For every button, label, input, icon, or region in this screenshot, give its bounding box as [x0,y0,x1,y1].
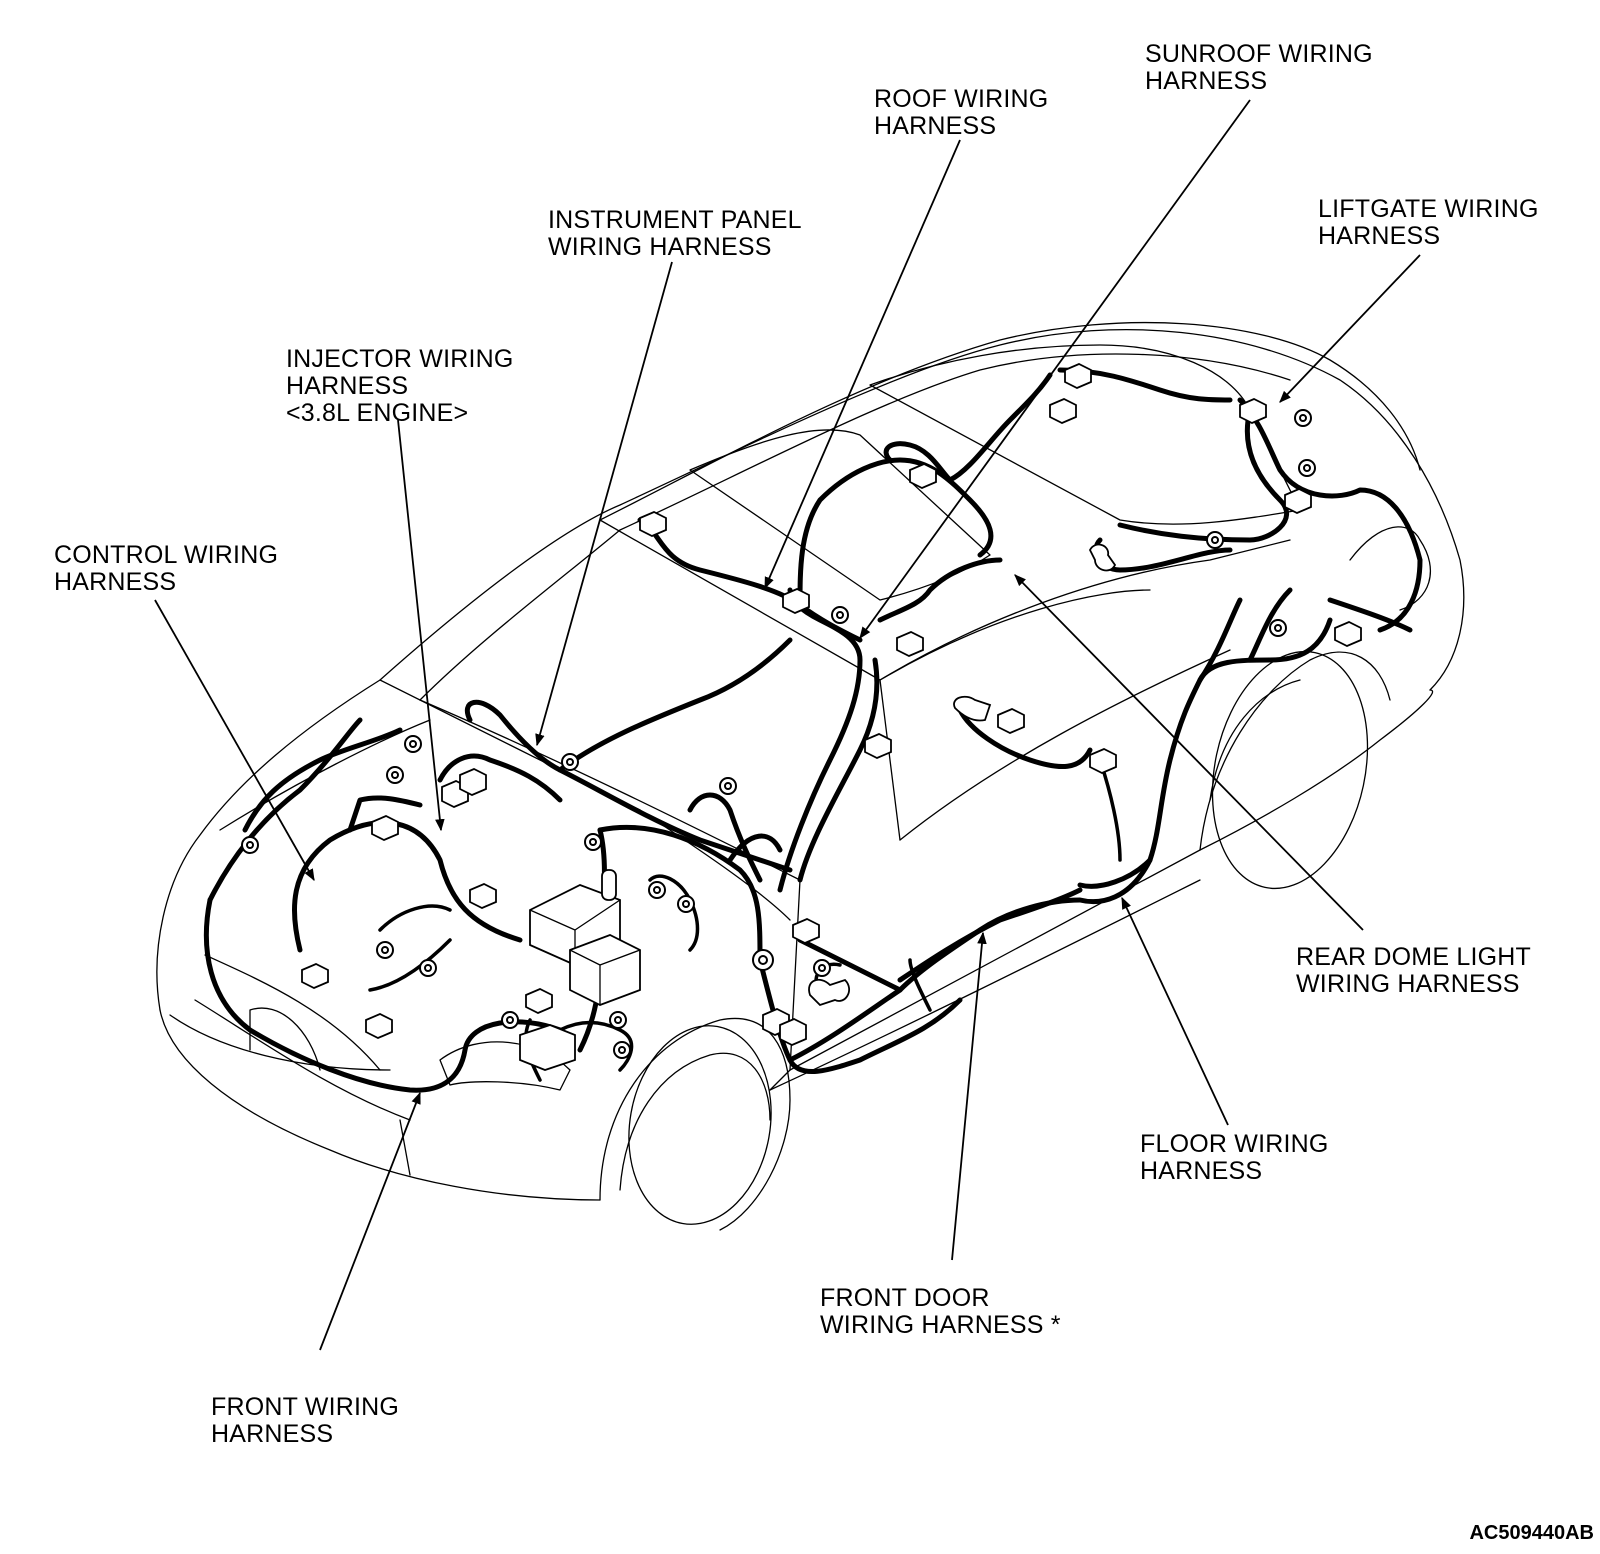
engine-components [519,869,641,1071]
leader-front [319,1091,421,1351]
leader-sunroof [859,99,1251,639]
leader-roof [764,139,961,590]
leader-instrument-panel [535,261,673,747]
leader-injector [397,419,445,832]
wiring-harness-lines [203,367,1423,1093]
leader-arrows [154,99,1421,1351]
leader-control [154,599,315,882]
leader-liftgate [1279,254,1421,403]
leader-floor [1121,896,1229,1126]
leader-rear-dome [1014,574,1364,931]
leader-front-door [951,931,987,1261]
car-body-outline [156,321,1465,1231]
connectors [301,363,1362,1046]
figure-code: AC509440AB [1469,1522,1594,1544]
ground-terminals [241,409,1316,1059]
